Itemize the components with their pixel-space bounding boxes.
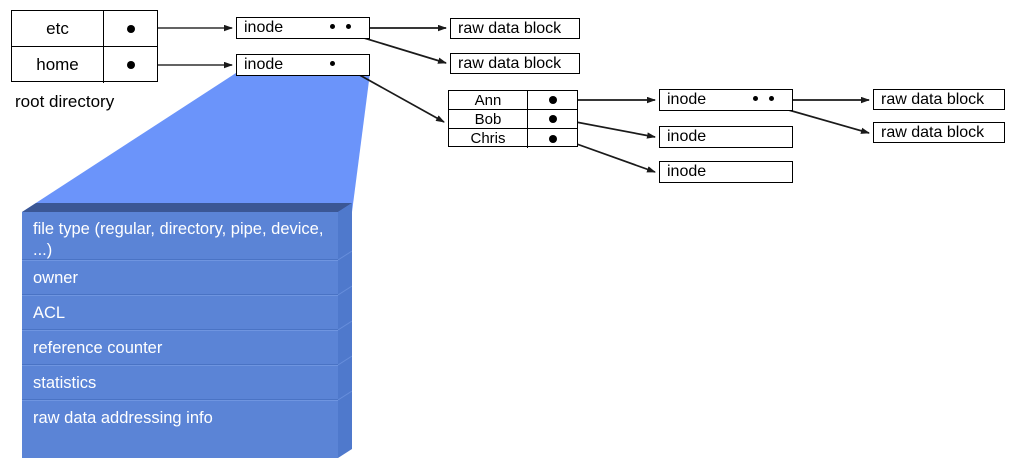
- inode-box-chris[interactable]: inode: [659, 161, 793, 183]
- root-entry-pointer-home: [104, 47, 157, 83]
- inode-field-raw-data-addressing-info: raw data addressing info: [22, 400, 338, 438]
- home-entry-pointer-ann: [528, 91, 577, 109]
- inode-box-bob[interactable]: inode: [659, 126, 793, 148]
- table-row[interactable]: home: [12, 47, 157, 83]
- inode-label: inode: [244, 19, 284, 36]
- inode-home-pointers: [330, 61, 335, 66]
- inode-detail-fields: file type (regular, directory, pipe, dev…: [22, 212, 338, 458]
- pointer-bullet-icon: [548, 134, 557, 143]
- inode-field-file-type: file type (regular, directory, pipe, dev…: [22, 212, 338, 260]
- inode-field-owner: owner: [22, 260, 338, 295]
- inode-box-home[interactable]: inode: [236, 54, 370, 76]
- home-entry-name-bob: Bob: [449, 110, 528, 128]
- root-directory-caption: root directory: [15, 92, 115, 111]
- inode-label: inode: [667, 128, 707, 145]
- raw-data-block-etc-2[interactable]: raw data block: [450, 53, 580, 74]
- root-entry-name-etc: etc: [12, 11, 104, 46]
- inode-field-reference-counter: reference counter: [22, 330, 338, 365]
- pointer-bullet-icon: [753, 96, 758, 101]
- inode-ann-pointers: [753, 96, 774, 101]
- inode-label: inode: [244, 56, 284, 73]
- home-entry-pointer-bob: [528, 110, 577, 128]
- pointer-bullet-icon: [346, 24, 351, 29]
- table-row[interactable]: etc: [12, 11, 157, 47]
- root-directory-table: etc home: [11, 10, 158, 83]
- inode-box-etc[interactable]: inode: [236, 17, 370, 39]
- pointer-bullet-icon: [330, 61, 335, 66]
- pointer-bullet-icon: [769, 96, 774, 101]
- raw-data-block-ann-2[interactable]: raw data block: [873, 122, 1005, 143]
- table-row[interactable]: Bob: [449, 110, 577, 129]
- root-entry-pointer-etc: [104, 11, 157, 46]
- inode-box-ann[interactable]: inode: [659, 89, 793, 111]
- panel-3d-faces: [22, 203, 352, 458]
- pointer-bullet-icon: [548, 96, 557, 104]
- inode-detail-panel: file type (regular, directory, pipe, dev…: [22, 203, 352, 458]
- pointer-bullet-icon: [548, 115, 557, 123]
- root-entry-name-home: home: [12, 47, 104, 83]
- inode-label: inode: [667, 91, 707, 108]
- raw-data-block-label: raw data block: [458, 54, 562, 72]
- raw-data-block-label: raw data block: [881, 123, 985, 141]
- pointer-bullet-icon: [126, 61, 135, 69]
- inode-etc-pointers: [330, 24, 351, 29]
- home-entry-name-chris: Chris: [449, 129, 528, 148]
- raw-data-block-label: raw data block: [881, 90, 985, 108]
- table-row[interactable]: Chris: [449, 129, 577, 148]
- pointer-bullet-icon: [126, 24, 135, 33]
- raw-data-block-etc-1[interactable]: raw data block: [450, 18, 580, 39]
- table-row[interactable]: Ann: [449, 91, 577, 110]
- inode-label: inode: [667, 163, 707, 180]
- home-entry-name-ann: Ann: [449, 91, 528, 109]
- inode-field-statistics: statistics: [22, 365, 338, 400]
- home-entry-pointer-chris: [528, 129, 577, 148]
- raw-data-block-label: raw data block: [458, 19, 562, 37]
- inode-field-acl: ACL: [22, 295, 338, 330]
- pointer-bullet-icon: [330, 24, 335, 29]
- raw-data-block-ann-1[interactable]: raw data block: [873, 89, 1005, 110]
- home-directory-table: Ann Bob Chris: [448, 90, 578, 148]
